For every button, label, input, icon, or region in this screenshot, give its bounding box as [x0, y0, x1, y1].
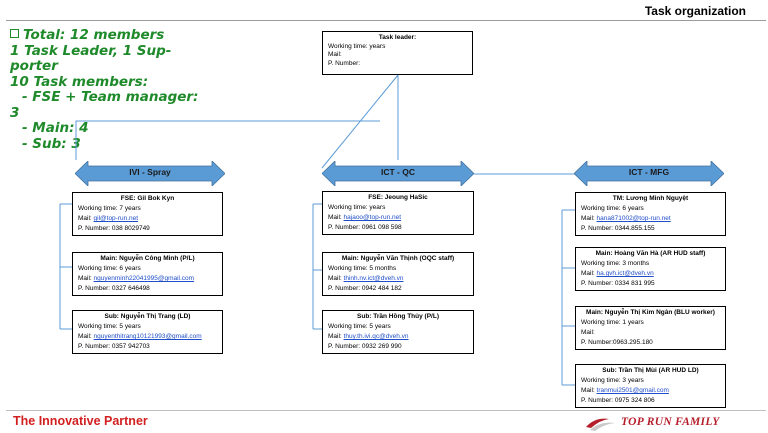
- member-mail-link[interactable]: gil@top-run.net: [93, 215, 139, 222]
- group-label: ICT - QC: [381, 167, 415, 177]
- member-working-time: Working time: 5 months: [328, 265, 397, 272]
- member-mail: Mail: nguyenthitrang10121993@gmail.com: [78, 333, 202, 340]
- group-header-ict-qc: ICT - QC: [321, 160, 475, 187]
- group-label: IVI - Spray: [129, 167, 171, 177]
- member-working-time: Working time: 7 years: [78, 205, 141, 212]
- member-title: Main: Nguyễn Công Minh (P/L): [100, 255, 195, 262]
- task-leader-mail: Mail:: [328, 51, 342, 59]
- task-leader-phone: P. Number:: [328, 59, 361, 67]
- slide-title: Task organization: [644, 4, 746, 18]
- member-mail-link[interactable]: nguyenthitrang10121993@gmail.com: [93, 333, 202, 340]
- member-phone: P. Number: 0357 942703: [78, 343, 150, 350]
- summary-line: - Sub: 3: [22, 135, 81, 152]
- summary-line: 10 Task members:: [10, 73, 149, 90]
- group-header-ivi-spray: IVI - Spray: [74, 160, 226, 187]
- member-card: TM: Lương Minh Nguyệt Working time: 6 ye…: [575, 192, 726, 236]
- member-working-time: Working time: 1 years: [581, 319, 644, 326]
- member-card: Sub: Nguyễn Thị Trang (LD) Working time:…: [72, 310, 223, 354]
- member-title: Main: Nguyễn Văn Thịnh (OQC staff): [341, 255, 455, 262]
- member-title: Main: Nguyễn Thị Kim Ngân (BLU worker): [586, 309, 715, 316]
- member-phone: P. Number: 038 8029749: [78, 225, 150, 232]
- summary-line: porter: [10, 58, 58, 74]
- member-mail-link[interactable]: ha.gvh.ict@dveh.vn: [596, 270, 654, 277]
- member-phone: P. Number:0963.295.180: [581, 339, 653, 346]
- member-title: FSE: Jeoung HaSic: [368, 194, 428, 201]
- member-mail: Mail: thinh.nv.ict@dveh.vn: [328, 275, 404, 282]
- footer-tagline: The Innovative Partner: [13, 414, 148, 428]
- member-working-time: Working time: 3 years: [581, 377, 644, 384]
- member-working-time: Working time: years: [328, 204, 386, 211]
- member-working-time: Working time: 6 years: [78, 265, 141, 272]
- footer-divider: [6, 410, 766, 411]
- member-mail-link[interactable]: thuy.th.ivi.qc@dveh.vn: [343, 333, 409, 340]
- member-card: Main: Hoàng Văn Hà (AR HUD staff) Workin…: [575, 247, 726, 291]
- task-leader-title: Task leader:: [378, 34, 417, 41]
- member-summary: Total: 12 members 1 Task Leader, 1 Sup- …: [10, 27, 200, 152]
- member-phone: P. Number: 0334 831 995: [581, 280, 655, 287]
- member-card: Sub: Trần Hồng Thủy (P/L) Working time: …: [322, 310, 474, 354]
- summary-line-total: Total: 12 members: [10, 27, 200, 44]
- member-card: FSE: Gil Bok Kyn Working time: 7 years M…: [72, 192, 223, 236]
- member-mail: Mail: thuy.th.ivi.qc@dveh.vn: [328, 333, 409, 340]
- summary-line: 1 Task Leader, 1 Sup-: [10, 42, 172, 59]
- member-phone: P. Number: 0961 098 598: [328, 224, 402, 231]
- summary-line: 3: [10, 104, 20, 121]
- brand-logo: TOP RUN FAMILY: [585, 414, 735, 432]
- member-mail-link[interactable]: hana871002@top-run.net: [596, 215, 671, 222]
- member-phone: P. Number: 0932 269 990: [328, 343, 402, 350]
- member-mail: Mail: tranmui2501@gmail.com: [581, 387, 669, 394]
- task-leader-working-time: Working time: years: [328, 42, 386, 50]
- group-label: ICT - MFG: [628, 167, 670, 177]
- checkbox-bullet-icon: [10, 29, 19, 38]
- member-mail: Mail: ha.gvh.ict@dveh.vn: [581, 270, 654, 277]
- member-working-time: Working time: 5 years: [78, 323, 141, 330]
- member-title: Sub: Nguyễn Thị Trang (LD): [104, 313, 191, 320]
- member-phone: P. Number: 0975 324 806: [581, 397, 655, 404]
- member-card: Sub: Trần Thị Mùi (AR HUD LD) Working ti…: [575, 364, 726, 408]
- member-title: FSE: Gil Bok Kyn: [120, 195, 175, 202]
- summary-line: - Main: 4: [22, 120, 89, 136]
- member-card: Main: Nguyễn Công Minh (P/L) Working tim…: [72, 252, 223, 296]
- member-card: Main: Nguyễn Văn Thịnh (OQC staff) Worki…: [322, 252, 474, 296]
- member-working-time: Working time: 5 years: [328, 323, 391, 330]
- member-phone: P. Number: 0344.855.155: [581, 225, 655, 232]
- brand-name: TOP RUN FAMILY: [621, 416, 720, 428]
- member-mail-link[interactable]: thinh.nv.ict@dveh.vn: [343, 275, 404, 282]
- summary-line: - FSE + Team manager:: [22, 89, 199, 105]
- group-header-ict-mfg: ICT - MFG: [573, 160, 725, 187]
- member-mail: Mail: gil@top-run.net: [78, 215, 139, 222]
- member-phone: P. Number: 0327 646498: [78, 285, 150, 292]
- swoosh-logo-icon: [586, 418, 615, 431]
- member-mail-link[interactable]: hajaoo@top-run.net: [343, 214, 402, 221]
- member-mail-link[interactable]: nguyenminh22041995@gmail.com: [93, 275, 195, 282]
- member-card: FSE: Jeoung HaSic Working time: years Ma…: [322, 191, 474, 235]
- member-working-time: Working time: 6 years: [581, 205, 644, 212]
- member-mail: Mail: nguyenminh22041995@gmail.com: [78, 275, 195, 282]
- member-mail: Mail: hana871002@top-run.net: [581, 215, 671, 222]
- member-title: Sub: Trần Thị Mùi (AR HUD LD): [602, 367, 699, 374]
- member-title: Main: Hoàng Văn Hà (AR HUD staff): [595, 250, 706, 257]
- member-working-time: Working time: 3 months: [581, 260, 650, 267]
- task-leader-card: Task leader: Working time: years Mail: P…: [322, 31, 473, 75]
- member-mail: Mail:: [581, 329, 595, 336]
- member-title: TM: Lương Minh Nguyệt: [612, 195, 689, 202]
- member-mail: Mail: hajaoo@top-run.net: [328, 214, 402, 221]
- member-card: Main: Nguyễn Thị Kim Ngân (BLU worker) W…: [575, 306, 726, 350]
- member-mail-link[interactable]: tranmui2501@gmail.com: [596, 387, 669, 394]
- member-title: Sub: Trần Hồng Thủy (P/L): [357, 313, 439, 320]
- title-divider: [6, 20, 766, 21]
- member-phone: P. Number: 0942 484 182: [328, 285, 402, 292]
